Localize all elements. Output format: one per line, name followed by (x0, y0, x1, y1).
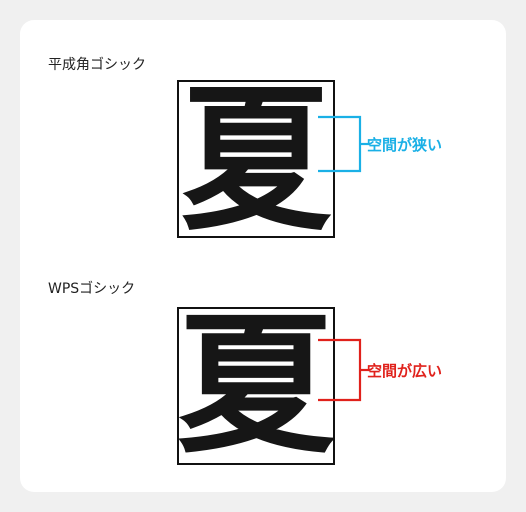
glyph-box-1: 夏 (177, 80, 335, 238)
glyph-2: 夏 (177, 307, 335, 465)
glyph-1: 夏 (180, 80, 331, 238)
wide-space-bracket (318, 338, 370, 402)
narrow-space-bracket (318, 115, 370, 173)
wide-space-note: 空間が広い (367, 362, 443, 380)
font-label-1: 平成角ゴシック (48, 57, 146, 73)
glyph-box-2: 夏 (177, 307, 335, 465)
narrow-space-note: 空間が狭い (367, 136, 443, 154)
font-label-2: WPSゴシック (48, 281, 136, 297)
comparison-card: 平成角ゴシック 夏 空間が狭い WPSゴシック 夏 空間が広い (20, 20, 506, 492)
